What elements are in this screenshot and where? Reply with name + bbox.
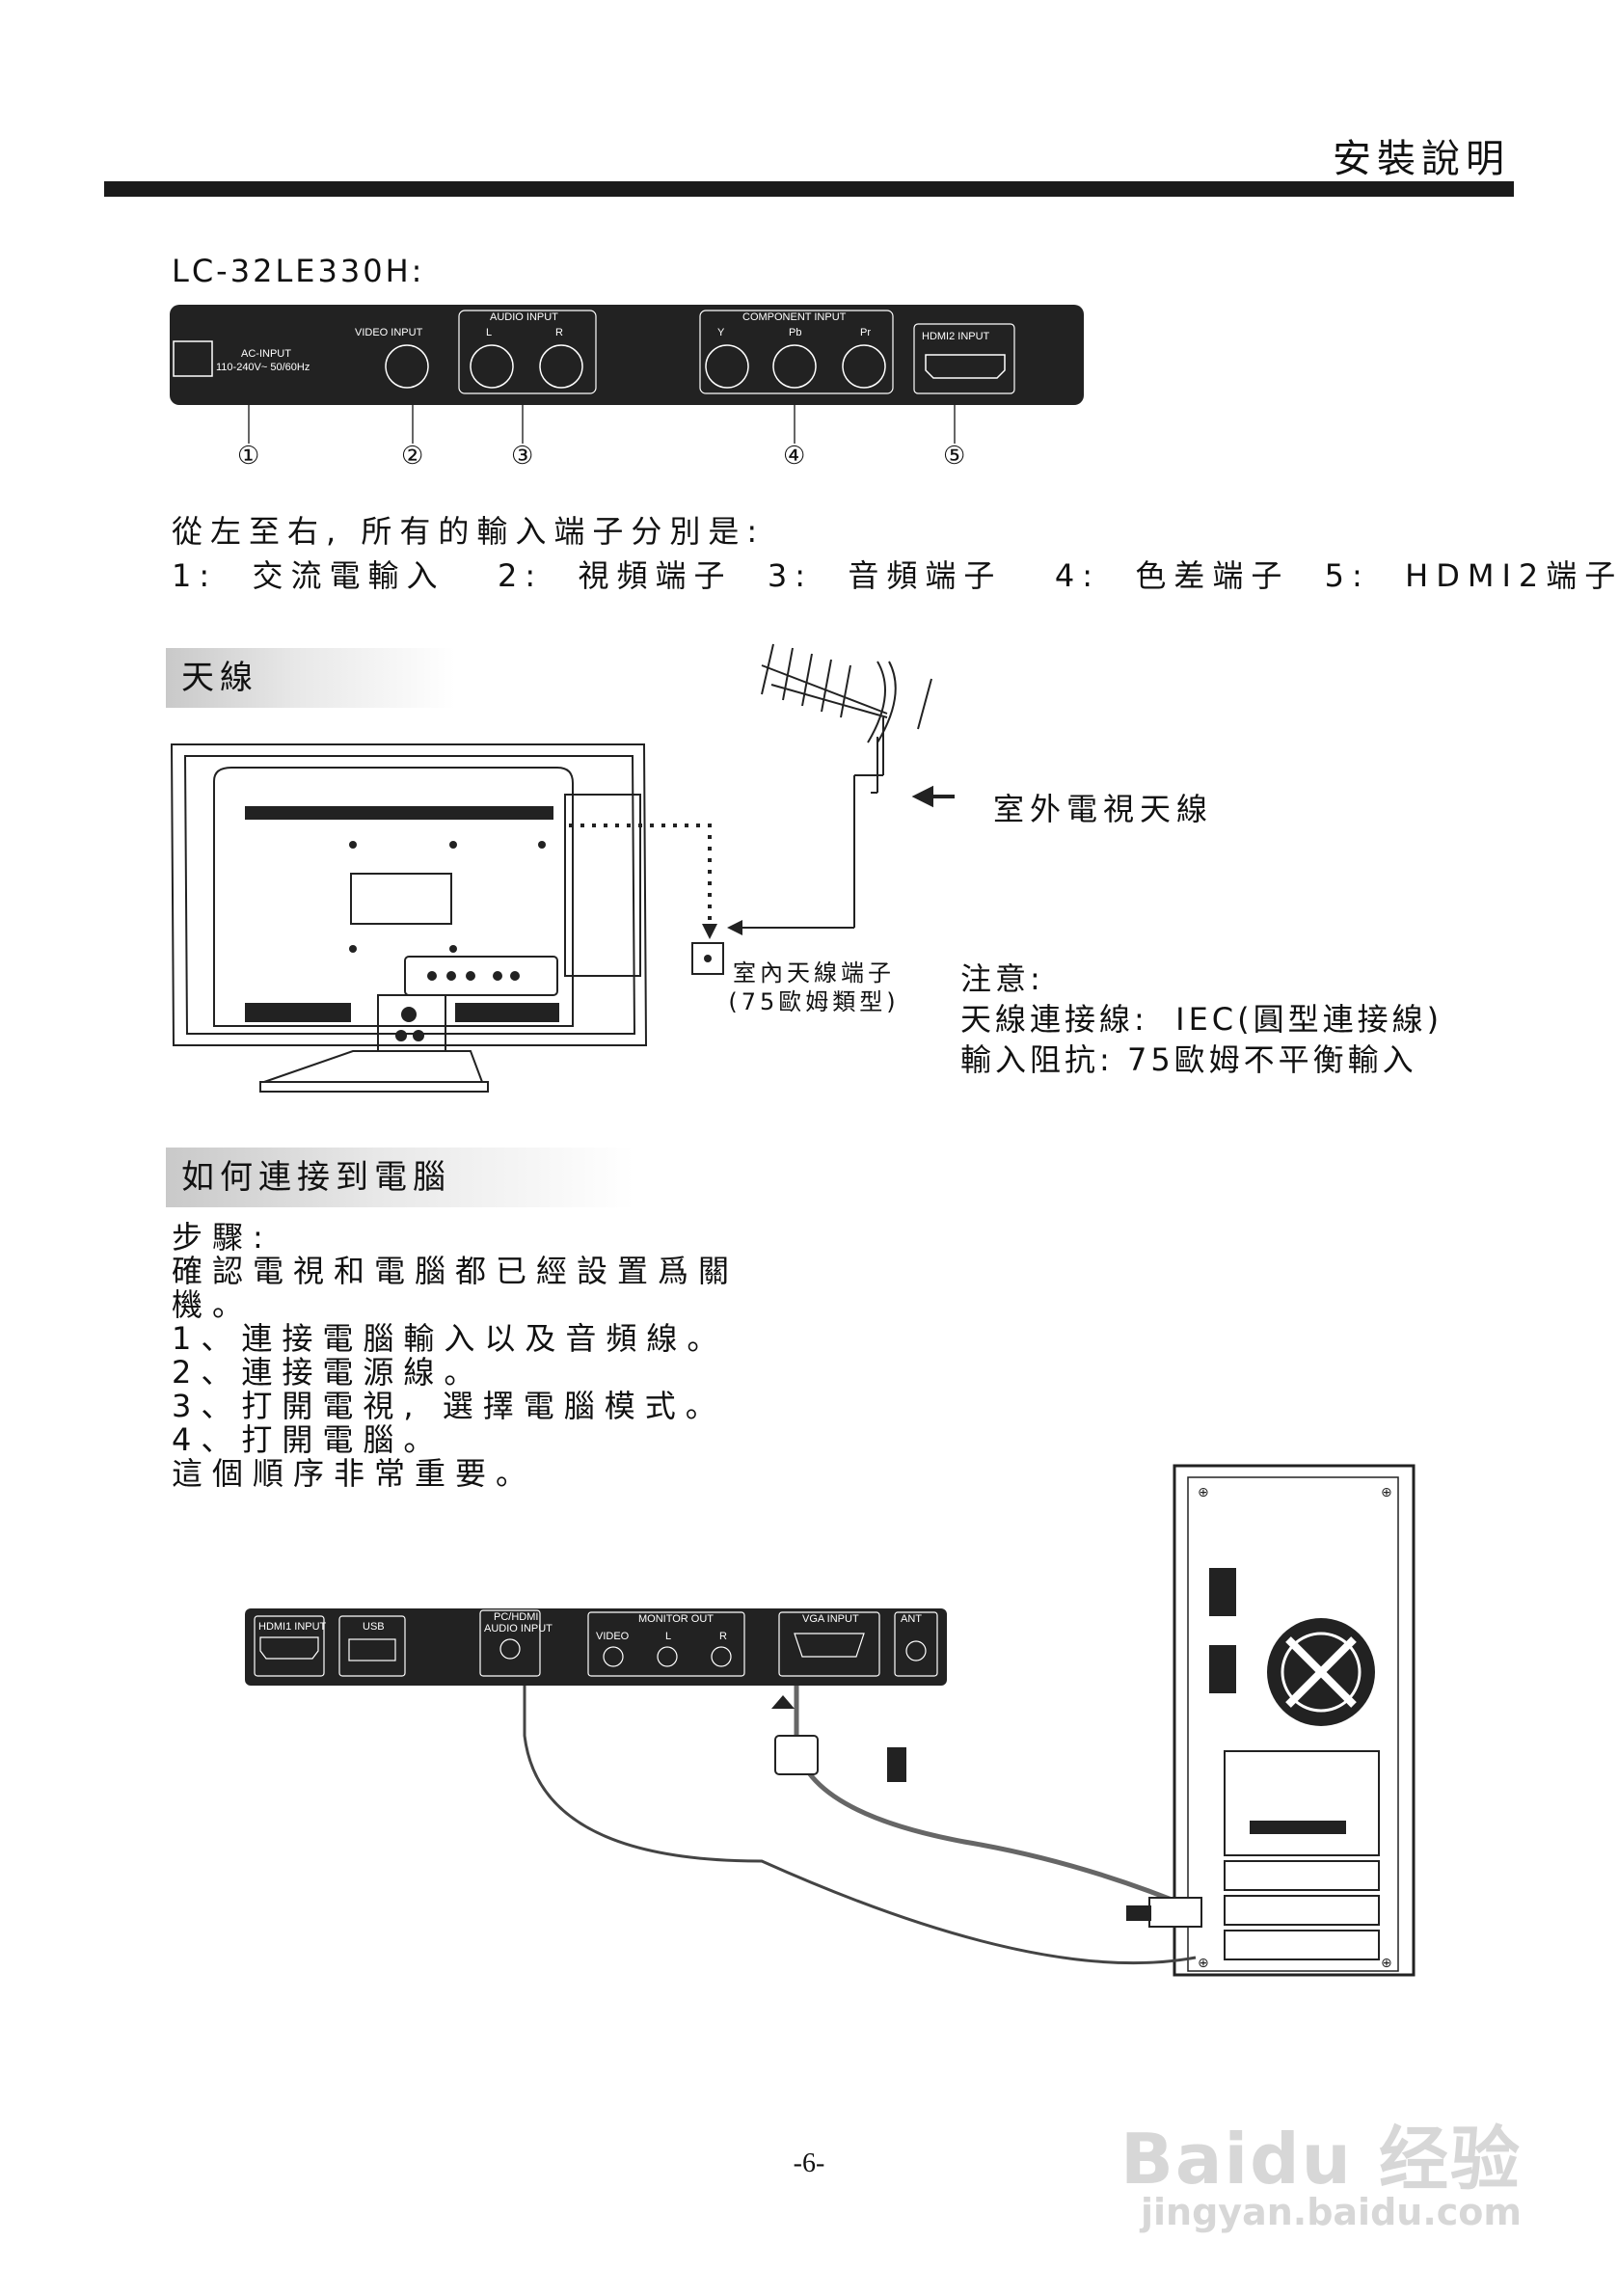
comp-pr-jack	[842, 344, 886, 389]
rear-panel-body	[170, 305, 1084, 405]
vga-cable	[794, 1686, 1197, 1912]
hdmi1-label: HDMI1 INPUT	[258, 1621, 327, 1633]
indoor-jack-label: 室內天線端子	[733, 959, 895, 986]
rear-panel-diagram: AC-INPUT 110-240V~ 50/60Hz VIDEO INPUT A…	[170, 305, 1084, 444]
watermark-brand: Baidu 经验	[1119, 2119, 1522, 2200]
comp-pb-label: Pb	[789, 327, 801, 338]
pc-tower	[1173, 1464, 1416, 1977]
antenna-section-header: 天線	[166, 648, 455, 708]
tv-vents	[245, 806, 559, 1041]
callout-5: ⑤	[943, 442, 966, 470]
monitor-l-label: L	[665, 1631, 671, 1642]
ac-socket	[173, 340, 213, 377]
step-note: 這個順序非常重要。	[172, 1455, 537, 1492]
component-group	[699, 310, 894, 394]
hdmi2-port	[925, 354, 1006, 379]
comp-y-label: Y	[717, 327, 725, 338]
component-input-label: COMPONENT INPUT	[742, 311, 847, 323]
inputs-list: 1: 交流電輸入 2: 視頻端子 3: 音頻端子 4: 色差端子 5: HDMI…	[172, 557, 1618, 594]
hdmi2-group	[913, 323, 1015, 394]
video-input-label: VIDEO INPUT	[355, 327, 423, 338]
svg-text:⊕: ⊕	[1381, 1485, 1392, 1500]
comp-y-jack	[705, 344, 749, 389]
monitor-video-label: VIDEO	[596, 1631, 630, 1642]
audio-input-label: AUDIO INPUT	[490, 311, 558, 323]
usb-group	[338, 1615, 406, 1677]
page-number: -6-	[793, 2148, 825, 2178]
tv-rear-illustration	[170, 743, 648, 1093]
svg-text:⊕: ⊕	[1198, 1956, 1209, 1971]
audio-cable	[523, 1686, 1197, 1965]
svg-text:⊕: ⊕	[1198, 1485, 1209, 1500]
indoor-jack-impedance: (75歐姆類型)	[728, 988, 900, 1015]
steps-title: 步驟:	[172, 1219, 273, 1256]
ac-input-label: AC-INPUT	[241, 348, 291, 360]
header-divider	[104, 181, 1514, 197]
step-2: 2、連接電源線。	[172, 1354, 485, 1391]
outdoor-antenna-illustration	[727, 643, 955, 935]
step-3: 3、打開電視, 選擇電腦模式。	[172, 1388, 726, 1424]
page-header-title: 安裝說明	[1333, 137, 1510, 181]
audio-r-jack	[539, 344, 583, 389]
audio-l-jack	[470, 344, 514, 389]
ant-label: ANT	[901, 1613, 922, 1625]
inputs-intro: 從左至右, 所有的輸入端子分別是:	[172, 513, 766, 550]
steps-intro-1: 確認電視和電腦都已經設置爲關	[172, 1253, 740, 1289]
ac-rating-label: 110-240V~ 50/60Hz	[216, 362, 310, 373]
video-jack	[385, 344, 429, 389]
step-4: 4、打開電腦。	[172, 1421, 445, 1458]
usb-label: USB	[363, 1621, 385, 1633]
pc-section-header: 如何連接到電腦	[166, 1148, 634, 1207]
watermark-url: jingyan.baidu.com	[1141, 2191, 1522, 2233]
audio-l-label: L	[486, 327, 492, 338]
svg-text:⊕: ⊕	[1381, 1956, 1392, 1971]
note-impedance: 輸入阻抗: 75歐姆不平衡輸入	[960, 1041, 1417, 1078]
pc-steps: 步驟: 確認電視和電腦都已經設置爲關 機。 1、連接電腦輸入以及音頻線。 2、連…	[172, 1221, 739, 1491]
audio-group	[458, 310, 597, 394]
callout-2: ②	[401, 442, 424, 470]
pc-audio-label: AUDIO INPUT	[484, 1623, 553, 1634]
callout-1: ①	[237, 442, 260, 470]
monitor-out-label: MONITOR OUT	[638, 1613, 714, 1625]
hdmi2-input-label: HDMI2 INPUT	[922, 331, 990, 342]
comp-pr-label: Pr	[860, 327, 871, 338]
pc-audio-group	[479, 1609, 541, 1677]
comp-pb-jack	[772, 344, 817, 389]
callout-3: ③	[511, 442, 534, 470]
pc-hdmi-label: PC/HDMI	[494, 1611, 538, 1623]
antenna-diagram	[170, 739, 872, 1093]
note-cable: 天線連接線: IEC(圓型連接線)	[960, 1001, 1443, 1038]
monitor-r-label: R	[719, 1631, 727, 1642]
vga-group	[778, 1611, 880, 1677]
antenna-lines	[820, 656, 1225, 964]
note-title: 注意:	[960, 960, 1044, 997]
hdmi1-group	[254, 1615, 325, 1677]
indoor-cable-dotted	[569, 824, 712, 928]
step-1: 1、連接電腦輸入以及音頻線。	[172, 1320, 728, 1357]
audio-r-label: R	[555, 327, 563, 338]
steps-intro-2: 機。	[172, 1286, 254, 1323]
model-number: LC-32LE330H:	[172, 253, 425, 289]
vga-input-label: VGA INPUT	[802, 1613, 859, 1625]
side-panel-body	[245, 1608, 947, 1686]
outdoor-antenna-label: 室外電視天線	[993, 791, 1214, 827]
callout-4: ④	[783, 442, 806, 470]
pc-connection-diagram: HDMI1 INPUT USB PC/HDMI AUDIO INPUT MONI…	[245, 1464, 1416, 1977]
monitor-out-group	[587, 1611, 745, 1677]
ant-group	[894, 1611, 938, 1677]
